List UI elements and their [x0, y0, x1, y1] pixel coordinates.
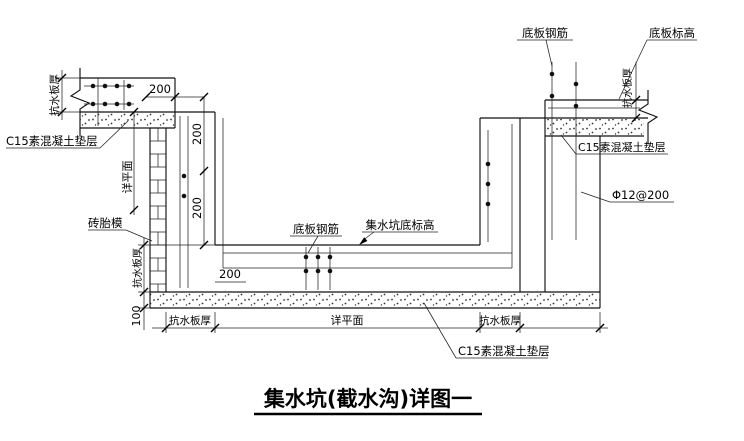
leader-c15-right: [560, 134, 668, 155]
cushion-hatch-group: [80, 113, 644, 308]
leader-rebar-top: [517, 39, 573, 67]
leader-brick-mold: [88, 229, 153, 242]
label-pit-elevation: 集水坑底标高: [366, 218, 435, 232]
leader-rebar-mid: [290, 235, 342, 254]
structure-outline: [69, 68, 659, 309]
break-symbol-left: [69, 68, 91, 136]
label-thk-bottom-right: 抗水板厚: [479, 314, 521, 327]
leader-c15-bottom: [423, 302, 548, 359]
label-c15-cushion-right: C15素混凝土垫层: [578, 140, 666, 154]
label-thk-right: 抗水板厚: [621, 68, 634, 108]
label-brick-mold: 砖胎模: [88, 216, 123, 230]
leader-slab-elevation: [618, 39, 697, 100]
right-starter-bars: [551, 62, 577, 240]
label-rebar-mid: 底板钢筋: [293, 222, 339, 236]
dim-200-top: 200: [149, 82, 171, 96]
rebar-dots: [90, 71, 579, 274]
dim-see-plan-left: [126, 112, 150, 215]
dim-200-floor: 200: [219, 267, 241, 281]
leader-rebar-spec: [580, 191, 674, 203]
rebar-lines: [84, 62, 640, 290]
leader-lines: [6, 39, 697, 359]
dim-100: 100: [130, 306, 143, 327]
pit-lining-rebar: [222, 118, 513, 269]
break-symbol-right: [637, 90, 659, 144]
pit-elevation-arrow: [359, 237, 368, 245]
floor-rebar-bars: [305, 247, 331, 290]
brick-mold-pattern: [150, 128, 166, 292]
cushion-hatch-left: [80, 113, 175, 128]
dimension-ticks: [57, 73, 641, 333]
left-wall-rebar: [179, 116, 189, 288]
cushion-hatch-bottom: [150, 293, 600, 308]
label-thk-top-left: 抗水板厚: [48, 74, 61, 116]
label-slab-elevation: 底板标高: [649, 26, 695, 40]
drawing-title: 集水坑(截水沟)详图一: [263, 387, 472, 411]
dim-bottom-chain: [152, 312, 608, 333]
cushion-hatch-right: [545, 119, 644, 136]
label-thk-bottom-left: 抗水板厚: [169, 314, 211, 327]
label-c15-cushion-bottom: C15素混凝土垫层: [458, 344, 550, 358]
dim-thk-100-left: [138, 238, 215, 330]
label-see-plan-left: 详平面: [120, 161, 134, 194]
label-see-plan-bottom: 详平面: [331, 313, 364, 327]
label-thk-left: 抗水板厚: [131, 248, 144, 288]
label-c15-cushion-left: C15素混凝土垫层: [6, 134, 98, 148]
leader-pit-elevation: [361, 231, 438, 242]
label-rebar-top: 底板钢筋: [522, 26, 568, 40]
dim-200-upper: 200: [190, 123, 204, 145]
dim-200-lower: 200: [190, 197, 204, 219]
left-slab-rebar: [84, 78, 134, 126]
leader-c15-left: [6, 120, 129, 149]
label-rebar-spec: Φ12@200: [612, 188, 669, 202]
